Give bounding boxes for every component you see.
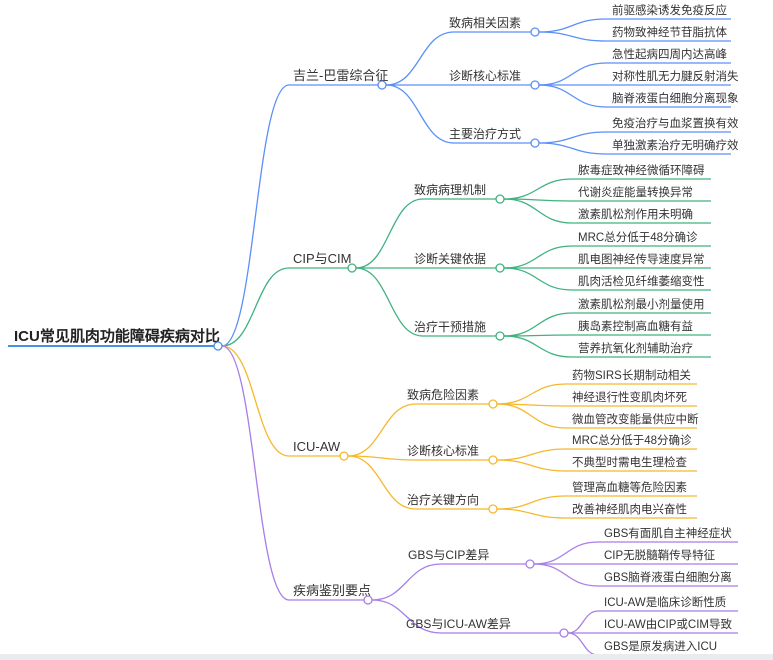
leaf-label: GBS脑脊液蛋白细胞分离 [604,570,732,584]
topic-connector [371,563,442,601]
branch-collapse-toggle[interactable] [377,80,387,90]
leaf-connector [496,383,567,405]
leaf-label: 肌电图神经传导速度异常 [578,252,705,266]
leaf-label: GBS是原发病进入ICU [604,639,717,653]
leaf-connector [503,178,573,200]
topic-connector [347,455,417,461]
leaf-connector [496,403,567,429]
leaf-connector [503,267,573,291]
topic-connector [371,599,442,634]
topic-collapse-toggle[interactable] [495,194,505,204]
topic-label: GBS与ICU-AW差异 [406,617,511,631]
branch-collapse-toggle[interactable] [347,263,357,273]
topic-collapse-toggle[interactable] [530,138,540,148]
leaf-label: 胰岛素控制高血糖有益 [578,319,693,333]
leaf-label: 脑脊液蛋白细胞分离现象 [612,91,739,105]
leaf-label: 神经退行性变肌肉坏死 [572,390,687,404]
leaf-connector [496,448,567,461]
topic-label: 致病相关因素 [449,15,521,30]
topic-label: 致病危险因素 [407,387,479,402]
branch-collapse-toggle[interactable] [339,451,349,461]
branch-label: 吉兰-巴雷综合征 [293,68,388,83]
leaf-label: 激素肌松剂作用未明确 [578,207,693,221]
leaf-label: 免疫治疗与血浆置换有效 [612,116,739,130]
topic-connector [347,455,417,510]
leaf-label: 急性起病四周内达高峰 [612,47,727,61]
topic-connector [355,267,424,337]
leaf-label: ICU-AW是临床诊断性质 [604,595,726,609]
leaf-connector [533,541,599,565]
leaf-label: 肌肉活检见纤维萎缩变性 [578,274,705,288]
branch-collapse-toggle[interactable] [363,595,373,605]
leaf-label: ICU-AW由CIP或CIM导致 [604,617,732,631]
bottom-scroll-strip [0,654,773,660]
leaf-connector [503,312,573,337]
leaf-connector [538,18,607,33]
topic-collapse-toggle[interactable] [495,263,505,273]
leaf-label: 药物致神经节苷脂抗体 [612,25,727,39]
branch-label: CIP与CIM [293,251,352,266]
topic-collapse-toggle[interactable] [495,331,505,341]
leaf-connector [503,335,573,358]
topic-label: 主要治疗方式 [449,126,521,141]
topic-label: 治疗干预措施 [414,320,486,334]
leaf-label: 营养抗氧化剂辅助治疗 [578,341,693,355]
leaf-connector [533,563,599,587]
topic-collapse-toggle[interactable] [559,628,569,638]
leaf-connector [567,610,599,634]
topic-label: 诊断核心标准 [407,443,479,458]
leaf-label: 单独激素治疗无明确疗效 [612,138,739,152]
topic-label: 诊断核心标准 [449,68,521,83]
topic-collapse-toggle[interactable] [530,27,540,37]
leaf-label: 对称性肌无力腱反射消失 [612,69,739,83]
root-collapse-toggle[interactable] [213,341,223,351]
topic-connector [355,198,424,269]
leaf-connector [538,31,607,42]
leaf-label: 药物SIRS长期制动相关 [572,368,691,382]
leaf-connector [503,198,573,224]
root-title: ICU常见肌肉功能障碍疾病对比 [14,327,220,345]
topic-connector [385,84,455,144]
leaf-label: CIP无脱髓鞘传导特征 [604,548,716,562]
leaf-connector [496,508,567,519]
leaf-connector [538,62,607,86]
leaf-label: 微血管改变能量供应中断 [572,412,699,426]
leaf-connector [496,495,567,510]
leaf-connector [567,632,599,656]
topic-collapse-toggle[interactable] [530,80,540,90]
topic-collapse-toggle[interactable] [488,399,498,409]
branch-connector [221,345,290,601]
topic-label: 治疗关键方向 [407,492,479,507]
leaf-connector [538,84,607,108]
branch-label: ICU-AW [293,439,341,454]
branch-connector [221,84,290,347]
leaf-label: MRC总分低于48分确诊 [572,433,692,447]
leaf-label: 激素肌松剂最小剂量使用 [578,297,705,311]
leaf-label: GBS有面肌自主神经症状 [604,526,732,540]
topic-label: 致病病理机制 [414,182,486,197]
topic-connector [385,31,455,86]
leaf-connector [503,245,573,269]
branch-connector [221,267,290,347]
leaf-connector [538,131,607,144]
leaf-label: 脓毒症致神经微循环障碍 [578,163,705,177]
topic-label: 诊断关键依据 [414,251,486,266]
topic-collapse-toggle[interactable] [525,559,535,569]
leaf-label: 改善神经肌肉电兴奋性 [572,502,687,516]
leaf-label: 不典型时需电生理检查 [572,455,687,469]
leaf-connector [538,142,607,155]
topic-connector [347,403,417,457]
leaf-label: 前驱感染诱发免疫反应 [612,3,727,17]
leaf-label: 代谢炎症能量转换异常 [578,185,693,199]
leaf-connector [496,459,567,472]
topic-collapse-toggle[interactable] [488,504,498,514]
branch-connector [221,345,290,457]
leaf-label: MRC总分低于48分确诊 [578,230,698,244]
leaf-label: 管理高血糖等危险因素 [572,480,687,494]
topic-collapse-toggle[interactable] [488,455,498,465]
branch-label: 疾病鉴别要点 [293,583,371,598]
topic-label: GBS与CIP差异 [408,548,489,562]
